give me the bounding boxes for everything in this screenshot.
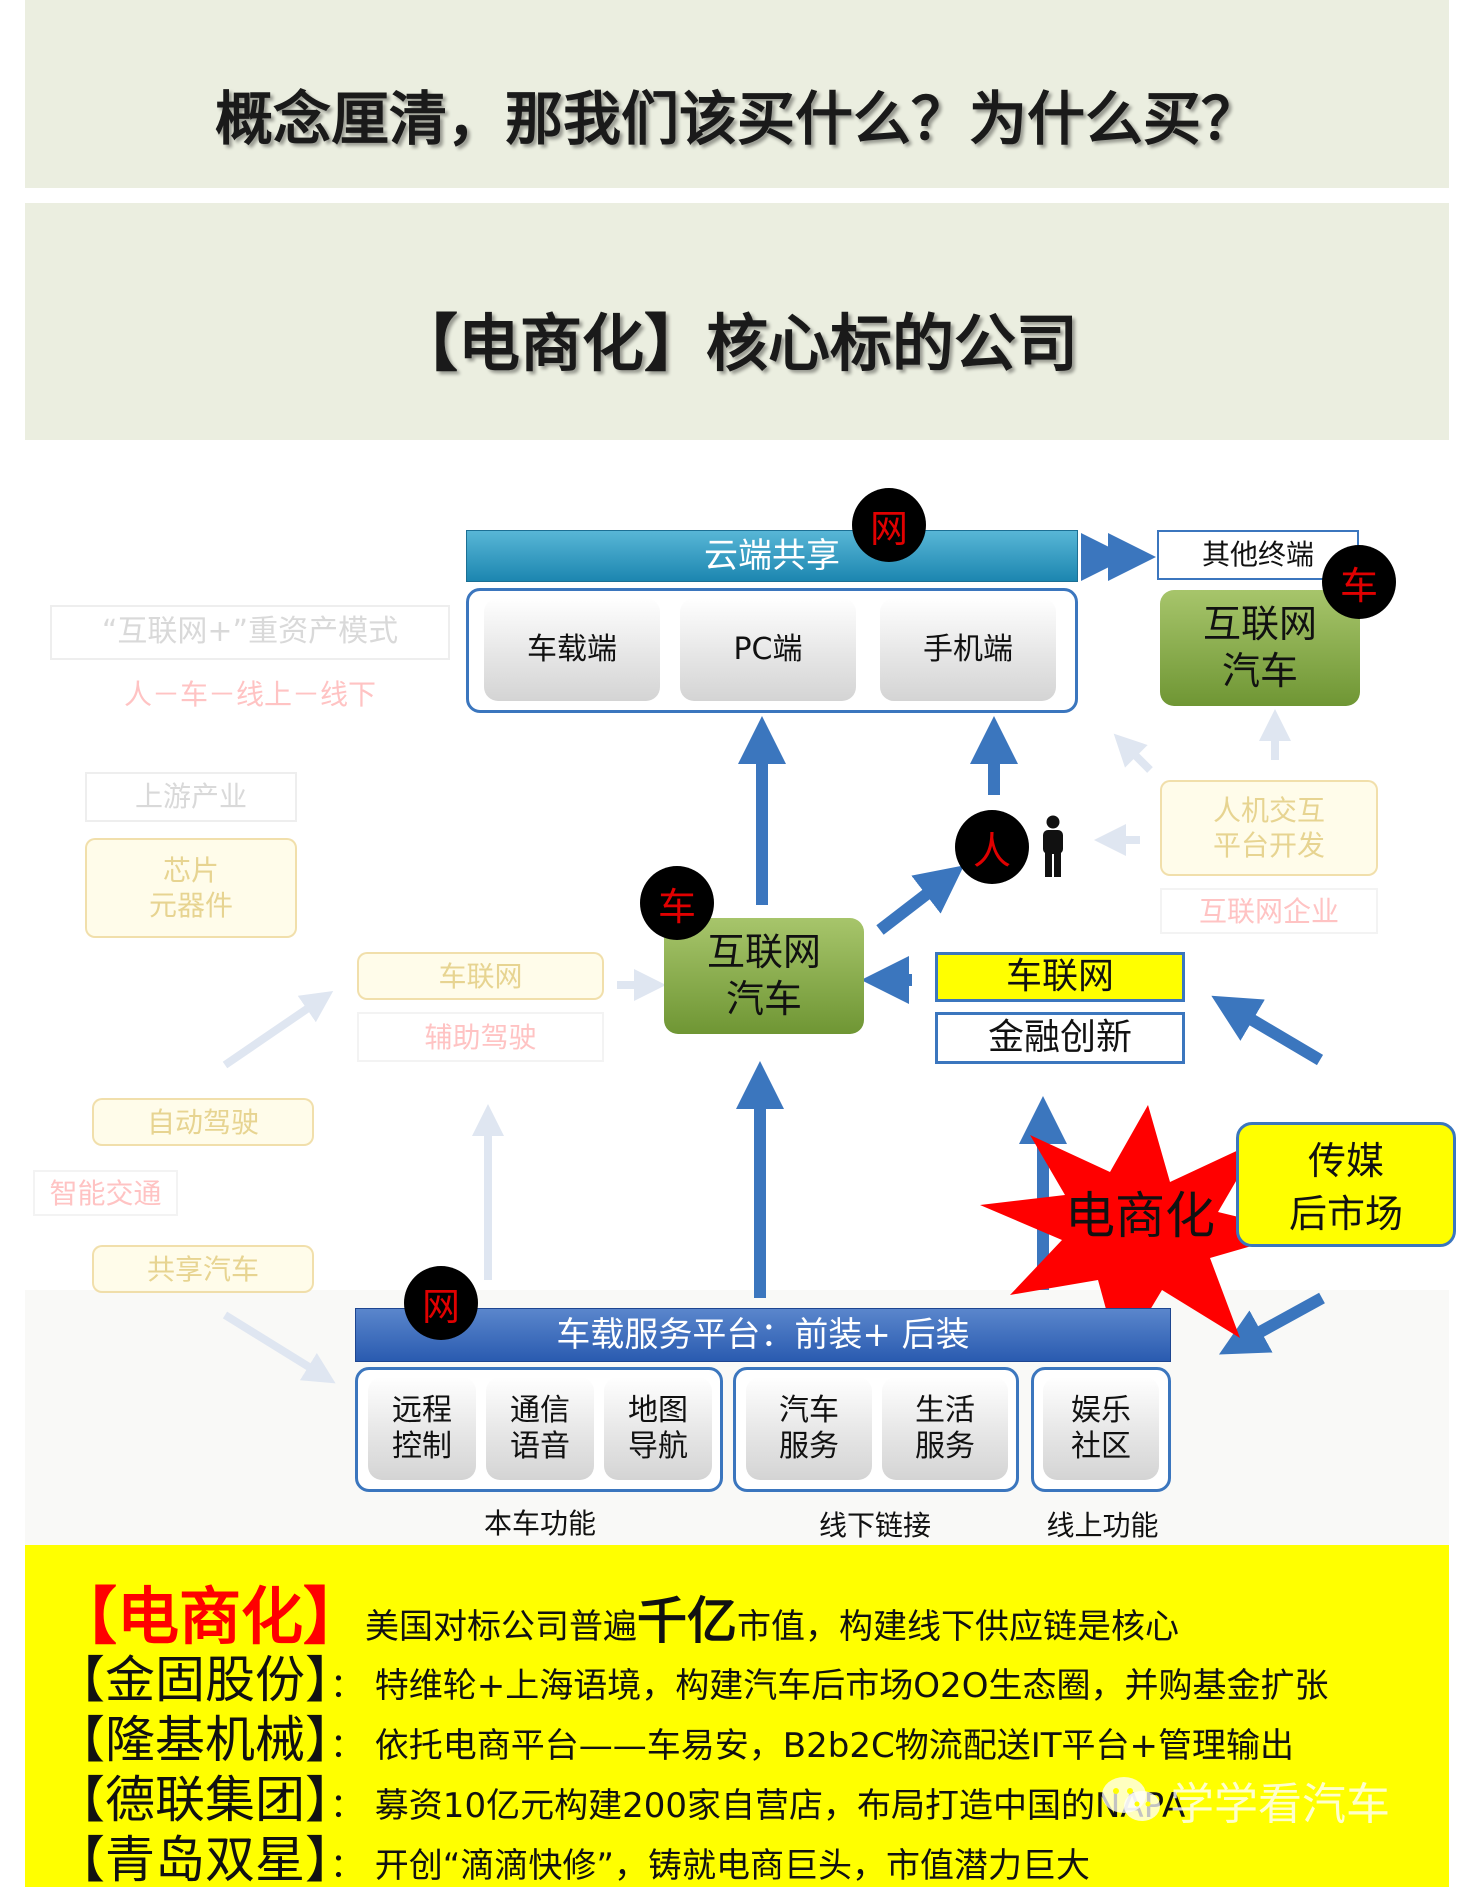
badge-car-right: 车 [1322,545,1396,619]
watermark-text: 学学看汽车 [1170,1779,1390,1830]
faded-model-title: “互联网+”重资产模式 [50,605,450,660]
internet-car-right: 互联网 汽车 [1160,590,1360,706]
faded-model-sub: 人－车－线上－线下 [123,678,376,711]
delian-key: 【德联集团】 [55,1771,330,1829]
label-offline-links: 线下链接 [818,1509,931,1542]
internet-car-center: 互联网 汽车 [664,918,864,1034]
watermark: 学学看汽车 [1100,1770,1390,1830]
company-line-delian: 【德联集团】： 募资10亿元构建200家自营店，布局打造中国的NAPA [55,1760,1185,1832]
cloud-share-bar: 云端共享 [466,530,1078,582]
tile-remote-control: 远程 控制 [368,1377,476,1480]
tile-entertainment: 娱乐 社区 [1043,1377,1159,1480]
faded-chips: 芯片 元器件 [85,838,297,938]
platform-bar: 车载服务平台：前装+ 后装 [355,1308,1171,1362]
faded-shared-car: 共享汽车 [92,1245,314,1293]
faded-upstream: 上游产业 [85,772,297,822]
badge-car-center: 车 [640,866,714,940]
ecommerce-post: 市值，构建线下供应链是核心 [737,1607,1180,1647]
page-title: 概念厘清，那我们该买什么？为什么买？ [214,85,1259,153]
jingu-text: ： 特维轮+上海语境，构建汽车后市场O2O生态圈，并购基金扩张 [330,1666,1329,1706]
label-own-functions: 本车功能 [483,1507,596,1540]
badge-net-top: 网 [852,488,926,562]
arrow-media-to-platform [1218,1292,1325,1355]
company-line-jingu: 【金固股份】： 特维轮+上海语境，构建汽车后市场O2O生态圈，并购基金扩张 [55,1640,1328,1712]
faded-hmi: 人机交互 平台开发 [1160,780,1378,876]
company-line-longji: 【隆基机械】： 依托电商平台——车易安，B2b2C物流配送IT平台+管理输出 [55,1700,1294,1772]
tile-car-service: 汽车 服务 [746,1377,872,1480]
terminal-car: 车载端 [484,598,660,701]
person-icon [1043,815,1063,877]
jingu-key: 【金固股份】 [55,1651,330,1709]
page-subtitle: 【电商化】核心标的公司 [395,307,1078,380]
telematics-box: 车联网 [935,952,1185,1002]
faded-telematics: 车联网 [357,952,604,1000]
subtitle-banner: 【电商化】核心标的公司 [25,203,1449,440]
arrow-center-to-person [876,865,965,935]
faded-smart-traffic: 智能交通 [33,1170,178,1216]
ecommerce-em: 千亿 [637,1592,738,1650]
other-terminal-box: 其他终端 [1157,530,1359,580]
ecommerce-key: 【电商化】 [55,1580,366,1653]
terminal-pc: PC端 [680,598,856,701]
faded-internet-company: 互联网企业 [1160,888,1378,934]
company-line-shuangxing: 【青岛双星】： 开创“滴滴快修”，铸就电商巨头，市值潜力巨大 [55,1820,1090,1892]
terminal-mobile: 手机端 [880,598,1056,701]
longji-text: ： 依托电商平台——车易安，B2b2C物流配送IT平台+管理输出 [330,1726,1295,1766]
faded-autonomous: 自动驾驶 [92,1098,314,1146]
shuangxing-key: 【青岛双星】 [55,1831,330,1889]
faded-arrow [222,990,334,1069]
tile-navigation: 地图 导航 [604,1377,712,1480]
badge-net-bottom: 网 [404,1266,478,1340]
wechat-icon [1102,1777,1160,1821]
ecommerce-star-label: 电商化 [1065,1187,1215,1245]
title-banner: 概念厘清，那我们该买什么？为什么买？ [25,0,1449,188]
media-aftermarket-box: 传媒 后市场 [1236,1122,1456,1247]
faded-arrow [1113,733,1153,773]
delian-text: ： 募资10亿元构建200家自营店，布局打造中国的NAPA [330,1786,1186,1826]
ecommerce-star [980,1105,1300,1360]
label-online-functions: 线上功能 [1046,1509,1159,1542]
ecommerce-pre: 美国对标公司普遍 [365,1607,638,1647]
faded-arrow [222,1311,336,1384]
badge-person: 人 [955,810,1029,884]
arrow-media-to-finance [1211,995,1324,1066]
tile-life-service: 生活 服务 [882,1377,1008,1480]
faded-adas: 辅助驾驶 [357,1012,604,1062]
tile-voice: 通信 语音 [486,1377,594,1480]
longji-key: 【隆基机械】 [55,1711,330,1769]
company-line-ecommerce: 【电商化】美国对标公司普遍千亿市值，构建线下供应链是核心 [55,1566,1179,1656]
finance-box: 金融创新 [935,1012,1185,1064]
companies-panel [25,1545,1449,1887]
shuangxing-text: ： 开创“滴滴快修”，铸就电商巨头，市值潜力巨大 [330,1846,1091,1886]
